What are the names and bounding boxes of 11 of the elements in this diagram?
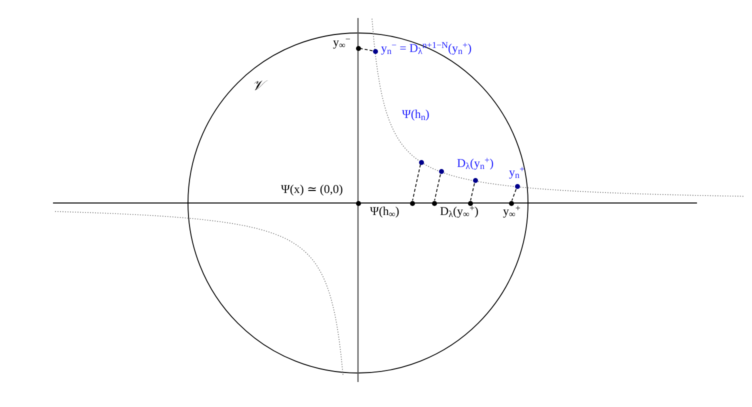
dashed-line <box>412 164 421 201</box>
point-label: y$_{n}$$^{−}$ = D$_{λ}$$^{n+1−N}$(y$_{n}$$^{+}$) <box>381 42 472 54</box>
dashed-line <box>470 182 475 201</box>
point-label: Ψ(x) ≃ (0,0) <box>281 183 343 195</box>
dashed-line <box>511 188 517 202</box>
dashed-line <box>434 174 441 201</box>
curve-label: Ψ(h$_{n}$) <box>402 108 430 120</box>
point-label: Ψ(h$_{∞}$) <box>370 205 400 217</box>
dashed-line <box>360 48 373 52</box>
point-label: D$_{λ}$(y$_{∞}$$^{+}$) <box>440 205 479 217</box>
point-label: D$_{λ}$(y$_{n}$$^{+}$) <box>457 157 494 169</box>
